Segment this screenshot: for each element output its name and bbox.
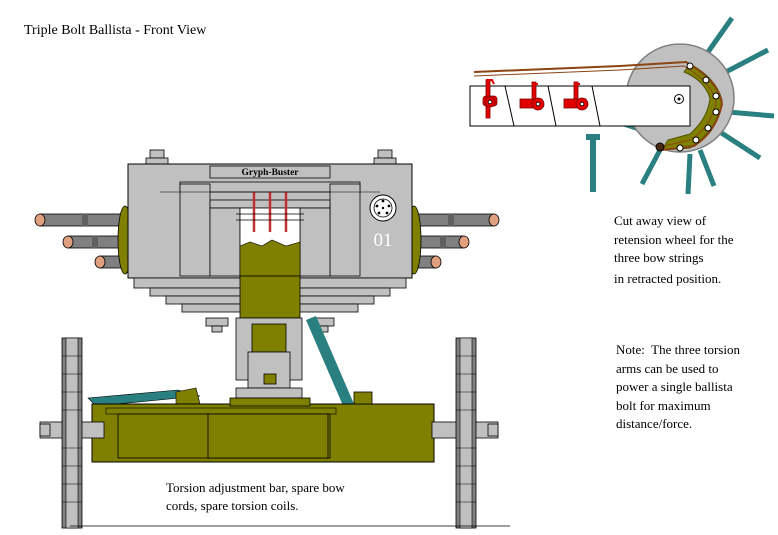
- note-line: power a single ballista: [616, 379, 733, 394]
- torsion-note: Note: The three torsion arms can be used…: [616, 341, 740, 434]
- right-wheel: [455, 337, 477, 529]
- unit-number: 01: [374, 230, 393, 251]
- note-line: arms can be used to: [616, 360, 719, 376]
- nameplate: [209, 165, 331, 179]
- note-line: Note: The three torsion: [616, 342, 740, 357]
- wheel-pins: [676, 62, 720, 152]
- string-latches: [482, 79, 589, 119]
- note-line: bolt for maximum: [616, 397, 711, 413]
- note-line: distance/force.: [616, 416, 693, 431]
- cutaway-line: retension wheel for the: [614, 231, 734, 247]
- left-wheel: [61, 337, 83, 529]
- frame-top-clamps: [145, 149, 397, 165]
- bow-strings: [252, 192, 288, 232]
- storage-note-line: cords, spare torsion coils.: [166, 498, 299, 513]
- diagram-title: Triple Bolt Ballista - Front View: [24, 23, 207, 38]
- cutaway-line: Cut away view of: [614, 213, 707, 228]
- cutaway-line: three bow strings: [614, 250, 704, 265]
- cutaway-caption: Cut away view of retension wheel for the…: [614, 212, 733, 288]
- ballista-front-view: Gryph-Buster: [34, 149, 510, 529]
- torsion-adjustment-bar: [87, 389, 201, 407]
- nameplate-text: Gryph-Buster: [242, 168, 300, 178]
- storage-note: Torsion adjustment bar, spare bow cords,…: [166, 479, 345, 515]
- storage-note-line: Torsion adjustment bar, spare bow: [166, 480, 345, 495]
- cutaway-view: [469, 16, 775, 195]
- cutaway-line: in retracted position.: [614, 270, 722, 286]
- trigger-post: [590, 140, 596, 192]
- elevation-lever: [306, 316, 354, 408]
- left-torsion-bolts: [34, 205, 133, 275]
- right-torsion-bolts: [406, 205, 500, 275]
